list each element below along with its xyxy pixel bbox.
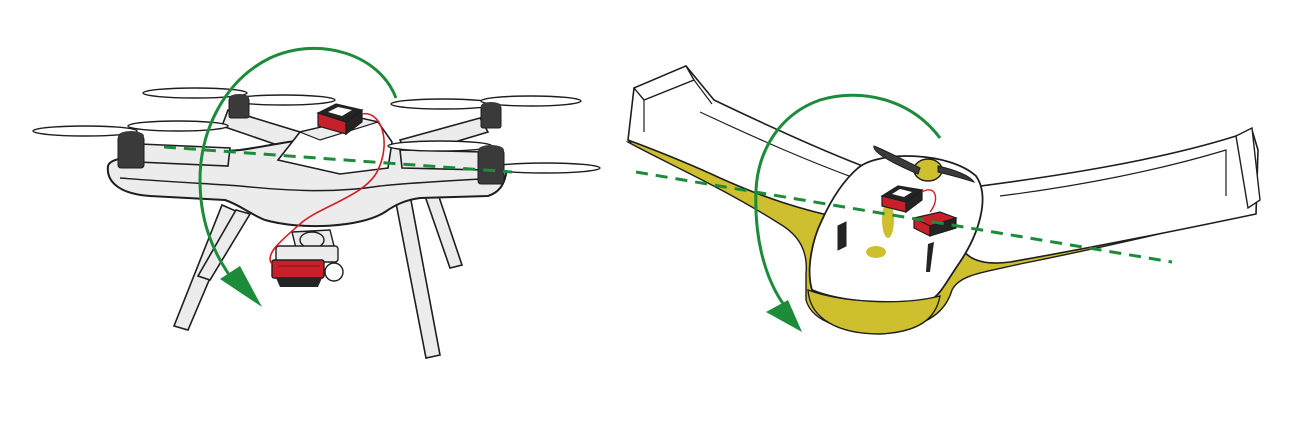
propeller-blade-left (873, 145, 921, 175)
curved-arrow-icon (766, 300, 802, 332)
front-left-rotor (32, 120, 229, 169)
gimbal-mount (275, 229, 344, 282)
rotation-arc (198, 46, 398, 277)
quadcopter-figure (32, 46, 601, 359)
side-sensor (837, 221, 847, 251)
plane-roll-axis-line (635, 170, 1173, 264)
top-sensor (316, 103, 364, 136)
right-winglet (1235, 126, 1261, 210)
roll-axis-line (163, 145, 513, 174)
right-wing (959, 128, 1259, 264)
plane-red-module (912, 211, 958, 237)
fixed-wing-figure (625, 65, 1261, 335)
fuselage-marking (866, 246, 886, 258)
fuselage-marking-2 (882, 202, 894, 238)
front-right-rotor (387, 140, 601, 185)
sensor-cable (269, 112, 385, 265)
nose-cone (807, 288, 941, 335)
antenna (926, 242, 934, 272)
plane-top-sensor (880, 185, 924, 214)
rear-right-rotor (390, 95, 582, 129)
curved-arrow-icon (220, 266, 262, 307)
rear-left-rotor (142, 87, 336, 119)
plane-sensor-cable (921, 189, 937, 213)
propeller-blade-right (937, 165, 976, 183)
plane-rotation-arc (754, 93, 942, 306)
bottom-sensor (271, 259, 325, 287)
body-ridge (119, 177, 501, 192)
